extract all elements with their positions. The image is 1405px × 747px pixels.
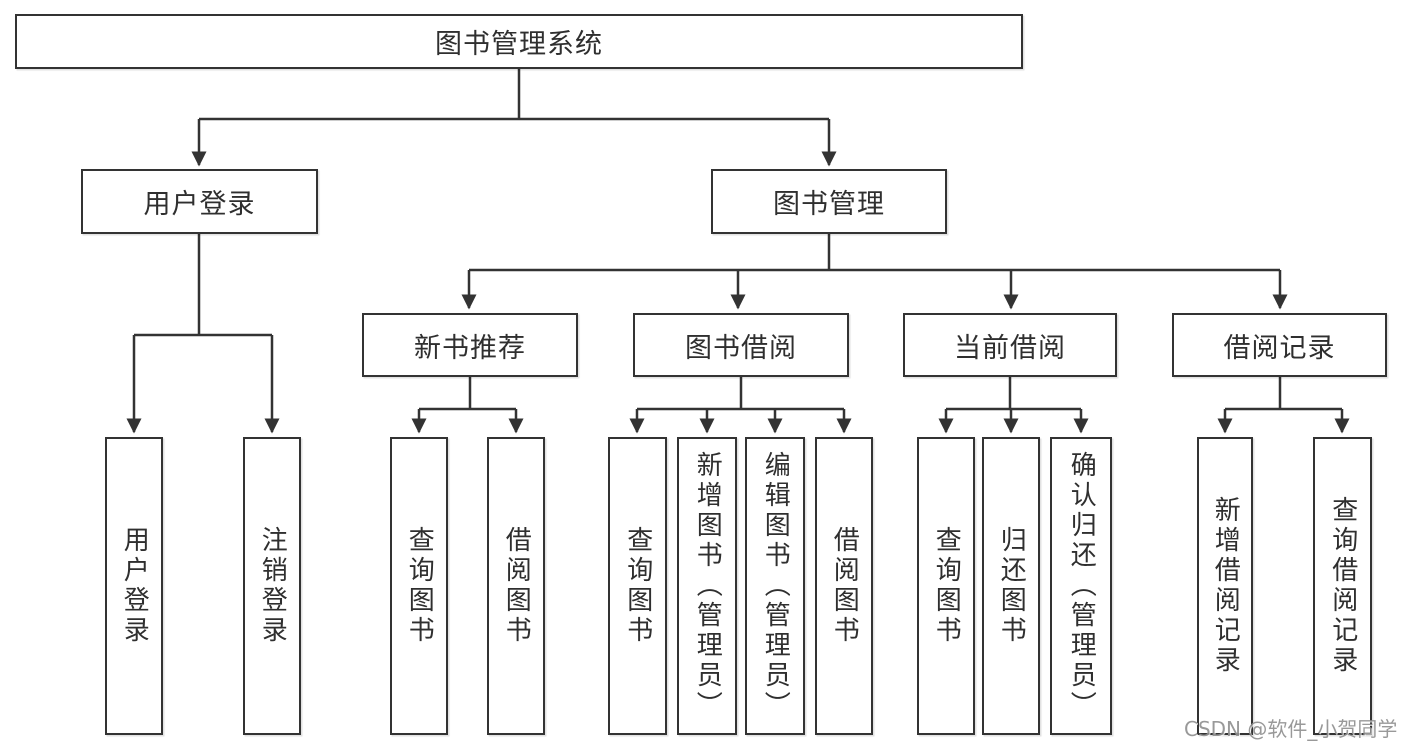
node-user-login: 用户登录: [81, 169, 318, 234]
leaf-query-books: 查询图书: [917, 437, 975, 735]
leaf-query-books: 查询图书: [390, 437, 448, 735]
leaf-label: 注销登录: [257, 526, 288, 646]
leaf-logout: 注销登录: [243, 437, 301, 735]
leaf-add-book-admin: 新增图书（管理员）: [677, 437, 737, 735]
leaf-confirm-return-admin: 确认归还（管理员）: [1050, 437, 1112, 735]
leaf-borrow-books: 借阅图书: [815, 437, 873, 735]
leaf-label: 查询图书: [931, 526, 962, 646]
leaf-query-books: 查询图书: [608, 437, 667, 735]
connector-borrow-records-branch: [1225, 377, 1342, 411]
leaf-label: 借阅图书: [501, 526, 532, 646]
leaf-label: 归还图书: [996, 526, 1027, 646]
connector-book-management-branch: [469, 234, 1280, 272]
leaf-label: 新增图书（管理员）: [692, 451, 723, 721]
connector-new-book-branch: [419, 377, 516, 411]
leaf-return-books: 归还图书: [982, 437, 1040, 735]
leaf-edit-book-admin: 编辑图书（管理员）: [745, 437, 805, 735]
node-book-borrow: 图书借阅: [633, 313, 849, 377]
connector-book-borrow-branch: [637, 377, 844, 411]
leaf-add-borrow-record: 新增借阅记录: [1197, 437, 1253, 735]
leaf-label: 查询借阅记录: [1327, 496, 1358, 676]
leaf-label: 确认归还（管理员）: [1066, 451, 1097, 721]
leaf-label: 用户登录: [119, 526, 150, 646]
connector-root-branch: [199, 69, 829, 121]
leaf-label: 编辑图书（管理员）: [760, 451, 791, 721]
leaf-label: 查询图书: [622, 526, 653, 646]
connector-user-login-branch: [134, 234, 272, 337]
leaf-user-login: 用户登录: [105, 437, 163, 735]
node-new-book-recommend: 新书推荐: [362, 313, 578, 377]
node-borrow-records: 借阅记录: [1172, 313, 1387, 377]
connector-current-borrow-branch: [946, 377, 1081, 411]
leaf-query-borrow-record: 查询借阅记录: [1313, 437, 1372, 735]
leaf-label: 借阅图书: [829, 526, 860, 646]
csdn-watermark: CSDN @软件_小贺同学: [1184, 717, 1398, 741]
node-book-management: 图书管理: [711, 169, 947, 234]
node-current-borrow: 当前借阅: [903, 313, 1117, 377]
leaf-label: 查询图书: [404, 526, 435, 646]
node-library-management-system: 图书管理系统: [15, 14, 1023, 69]
leaf-label: 新增借阅记录: [1210, 496, 1241, 676]
leaf-borrow-books: 借阅图书: [487, 437, 545, 735]
